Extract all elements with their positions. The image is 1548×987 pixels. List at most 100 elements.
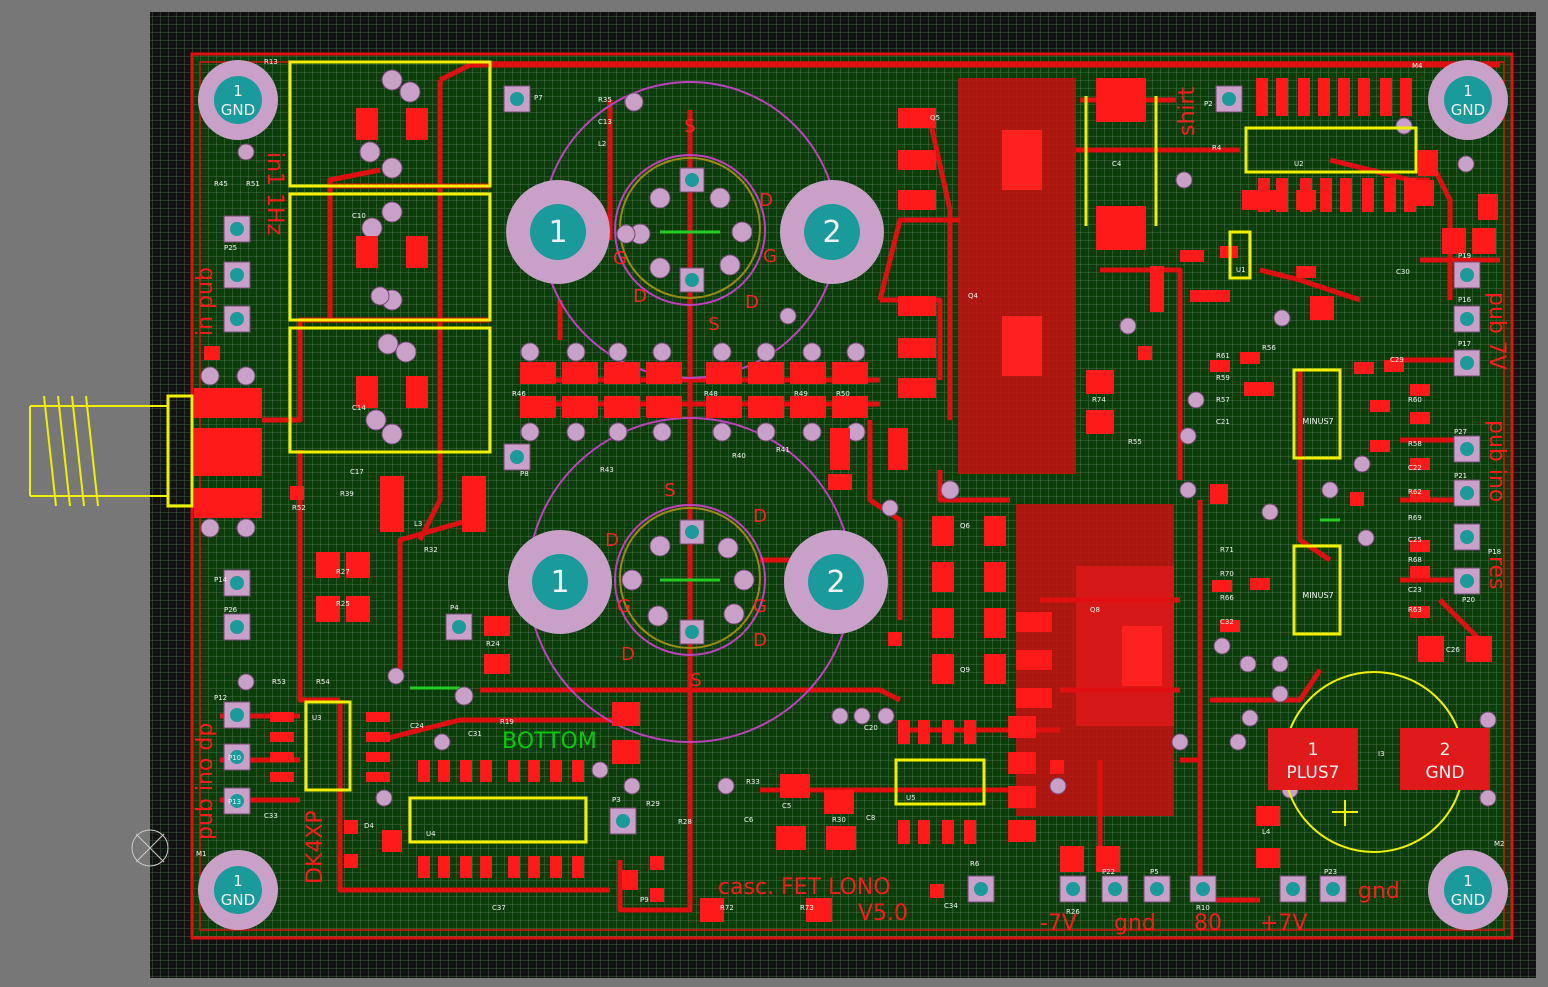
- ref-r74: R74: [1092, 396, 1106, 404]
- ref-q4: Q4: [968, 292, 979, 300]
- mount-hole-tl-net: GND: [221, 101, 255, 119]
- ref-r50: R50: [836, 390, 850, 398]
- pin-s-4: S: [690, 670, 701, 691]
- pin-s-1: S: [684, 116, 695, 137]
- ref-r69: R69: [1408, 514, 1422, 522]
- pin-d-1: D: [633, 286, 647, 307]
- ref-p21: P21: [1454, 472, 1467, 480]
- ref-c8: C8: [866, 814, 875, 822]
- silk-bottom-gnd2: gnd: [1358, 879, 1400, 904]
- ref-u1: U1: [1236, 266, 1246, 274]
- ref-p18: P18: [1488, 548, 1501, 556]
- ref-c21: C21: [1216, 418, 1230, 426]
- ref-r24: R24: [486, 640, 500, 648]
- ref-r26: R26: [1066, 908, 1080, 916]
- ref-p23: P23: [1324, 868, 1337, 876]
- fet-pad-ll-label: 1: [550, 565, 569, 600]
- ref-r29: R29: [646, 800, 660, 808]
- pin-d-6: D: [753, 630, 767, 651]
- ref-r28: R28: [678, 818, 692, 826]
- chip-label-minus-a: MINUS7: [1302, 417, 1333, 426]
- ref-p25: P25: [224, 244, 237, 252]
- silkscreen-outlines: [166, 60, 1418, 844]
- ref-r46: R46: [512, 390, 526, 398]
- ref-c14: C14: [352, 404, 366, 412]
- ref-c31: C31: [468, 730, 482, 738]
- ref-r57: R57: [1216, 396, 1230, 404]
- ref-r63: R63: [1408, 606, 1422, 614]
- silk-bottom-left-b: DK4XP: [303, 810, 328, 884]
- green-traces: [410, 230, 1340, 690]
- ref-r25: R25: [336, 600, 350, 608]
- silk-bottom-80: 80: [1194, 911, 1222, 936]
- ref-c22: C22: [1408, 464, 1422, 472]
- pin-s-2: S: [708, 314, 719, 335]
- regulator-pad2-net: GND: [1426, 763, 1465, 783]
- fet-pad-ul-label: 1: [548, 215, 567, 250]
- silk-bottom-plus: +7V: [1260, 911, 1307, 936]
- pin-g-4: G: [753, 596, 767, 617]
- ref-c20: C20: [864, 724, 878, 732]
- ref-r27: R27: [336, 568, 350, 576]
- ref-r73: R73: [800, 904, 814, 912]
- ref-p3: P3: [612, 796, 621, 804]
- mount-holes: [198, 60, 1508, 930]
- ref-r48: R48: [704, 390, 718, 398]
- ref-p22: P22: [1102, 868, 1115, 876]
- ref-r52: R52: [292, 504, 306, 512]
- silk-right-top: pub 7V: [1484, 292, 1509, 370]
- ref-p20: P20: [1462, 596, 1475, 604]
- ref-q9: Q9: [960, 666, 970, 674]
- pin-d-4: D: [753, 506, 767, 527]
- ref-c5: C5: [782, 802, 791, 810]
- ref-r49: R49: [794, 390, 808, 398]
- ref-q6: Q6: [960, 522, 971, 530]
- ref-r10: R10: [1196, 904, 1210, 912]
- ref-r56: R56: [1262, 344, 1276, 352]
- ref-u5: U5: [906, 794, 916, 802]
- ref-r6: R6: [970, 860, 980, 868]
- chip-label-minus-b: MINUS7: [1302, 591, 1333, 600]
- pin-g-2: G: [763, 246, 777, 267]
- pin-d-3: D: [605, 530, 619, 551]
- pin-d-7: D: [745, 292, 759, 313]
- ref-r30: R30: [832, 816, 846, 824]
- ref-r45: R45: [214, 180, 228, 188]
- ref-r43: R43: [600, 466, 614, 474]
- regulator-pad2-num: 2: [1440, 740, 1451, 760]
- ref-c23: C23: [1408, 586, 1422, 594]
- layer-label: BOTTOM: [502, 729, 597, 754]
- ref-i3: I3: [1378, 750, 1385, 758]
- smd-pads: [194, 78, 1498, 922]
- ref-u2: U2: [1294, 160, 1304, 168]
- ref-r32: R32: [424, 546, 438, 554]
- ref-r4: R4: [1212, 144, 1222, 152]
- fet-pads: [506, 180, 888, 634]
- ref-p17: P17: [1458, 340, 1471, 348]
- pin-d-5: D: [621, 644, 635, 665]
- mount-hole-tr-num: 1: [1463, 82, 1473, 100]
- ref-r33: R33: [746, 778, 760, 786]
- ref-p16: P16: [1458, 296, 1472, 304]
- ref-r53: R53: [272, 678, 286, 686]
- ref-r13: R13: [264, 58, 278, 66]
- ref-c13: C13: [598, 118, 612, 126]
- ref-r72: R72: [720, 904, 734, 912]
- silk-input-left: in pub: [193, 267, 218, 336]
- ref-c26: C26: [1446, 646, 1460, 654]
- regulator-pad1-net: PLUS7: [1287, 763, 1340, 783]
- origin-marker: [131, 829, 169, 867]
- regulator-footprint: [1268, 671, 1490, 853]
- vias: [200, 69, 1497, 807]
- ref-m2: M2: [1494, 840, 1505, 848]
- silk-bottom-center-a: casc. FET LONO: [718, 875, 891, 900]
- ref-m4: M4: [1412, 62, 1423, 70]
- ref-u3: U3: [312, 714, 322, 722]
- ref-r55: R55: [1128, 438, 1142, 446]
- mount-hole-bl-net: GND: [221, 891, 255, 909]
- mount-hole-tr-net: GND: [1451, 101, 1485, 119]
- ref-p8: P8: [520, 470, 529, 478]
- resistor-bank: [520, 362, 868, 418]
- mount-hole-br-net: GND: [1451, 891, 1485, 909]
